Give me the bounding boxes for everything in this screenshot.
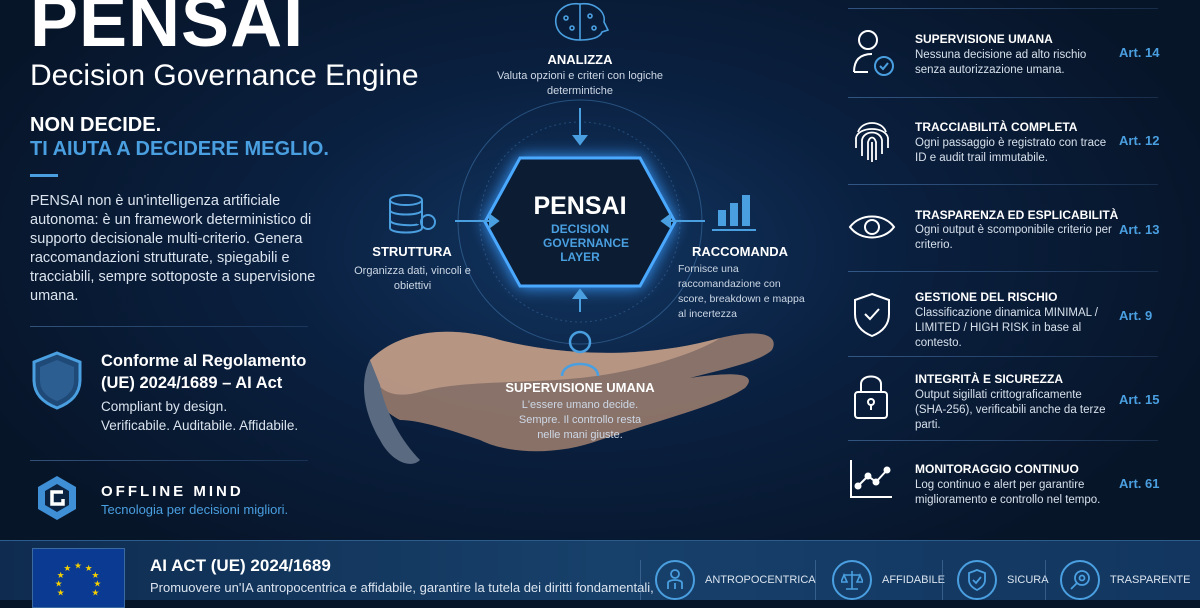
shield-check-icon [854,292,890,338]
divider [848,184,1158,185]
fingerprint-icon [855,122,889,162]
hero-title: PENSAI [30,0,305,62]
feature-article: Art. 13 [1119,222,1160,237]
magnifier-icon [1060,560,1100,600]
divider [848,97,1158,98]
claim-line-1: NON DECIDE. [30,114,162,136]
svg-text:★: ★ [57,588,65,598]
footer-title: AI ACT (UE) 2024/1689 [150,556,331,575]
divider [30,326,308,327]
compliance-line-2: Verificabile. Auditabile. Affidabile. [101,418,299,433]
divider [30,460,308,461]
value-trasparente: TRASPARENTE [1060,560,1190,600]
shield-check-icon [957,560,997,600]
svg-text:★: ★ [55,580,63,590]
brand-name: OFFLINE MIND [101,483,244,500]
node-supervisione-desc: L'essere umano decide. Sempre. Il contro… [518,399,642,441]
brand-tagline: Tecnologia per decisioni migliori. [101,502,289,517]
line-chart-icon [850,460,892,498]
divider [640,560,641,600]
person-icon [655,560,695,600]
footer-desc: Promuovere un'IA antropocentrica e affid… [150,580,654,595]
shield-icon [32,351,82,410]
value-label: TRASPARENTE [1110,574,1191,586]
hero-subtitle: Decision Governance Engine [30,59,419,92]
svg-text:★: ★ [92,571,100,581]
value-label: SICURA [1007,574,1049,586]
value-label: ANTROPOCENTRICA [705,574,816,586]
brain-circuit-icon [555,2,610,41]
feature-desc: Classificazione dinamica MINIMAL / LIMIT… [915,307,1098,349]
node-analizza-desc: Valuta opzioni e criteri con logiche det… [496,70,664,97]
compliance-title: Conforme al Regolamento (UE) 2024/1689 –… [101,352,307,392]
feature-article: Art. 9 [1119,308,1153,323]
feature-article: Art. 61 [1119,476,1160,491]
lock-icon [854,375,888,419]
center-title: PENSAI [533,192,627,220]
feature-title: SUPERVISIONE UMANA [915,32,1053,46]
feature-article: Art. 14 [1119,45,1160,60]
value-antropocentrica: ANTROPOCENTRICA [655,560,816,600]
value-label: AFFIDABILE [882,574,945,586]
svg-text:★: ★ [92,588,100,598]
feature-title: TRACCIABILITÀ COMPLETA [915,120,1078,134]
footer-band [0,540,1200,600]
node-supervisione-title: SUPERVISIONE UMANA [505,380,655,395]
divider [1045,560,1046,600]
divider [848,8,1158,9]
diagram-graphics [364,2,774,464]
node-raccomanda-desc: Fornisce una raccomandazione con score, … [678,263,805,320]
eye-icon [848,215,896,239]
center-subtitle: DECISION GOVERNANCE LAYER [543,222,630,264]
node-raccomanda-title: RACCOMANDA [691,244,789,259]
divider [848,440,1158,441]
feature-title: INTEGRITÀ E SICUREZZA [915,372,1064,386]
feature-desc: Output sigillati crittograficamente (SHA… [915,389,1106,431]
feature-title: GESTIONE DEL RISCHIO [915,290,1058,304]
person-icon [560,330,600,377]
value-sicura: SICURA [957,560,1049,600]
svg-text:★: ★ [74,561,82,571]
database-icon [389,194,436,234]
divider [848,271,1158,272]
feature-desc: Log continuo e alert per garantire migli… [915,479,1101,506]
node-analizza-title: ANALIZZA [547,52,613,67]
node-struttura-title: STRUTTURA [372,244,452,259]
svg-text:★: ★ [85,564,93,574]
compliance-line-1: Compliant by design. [101,399,228,414]
node-struttura-desc: Organizza dati, vincoli e obiettivi [354,265,471,292]
feature-desc: Ogni output è scomponibile criterio per … [915,224,1112,251]
svg-text:★: ★ [93,580,101,590]
description: PENSAI non è un'intelligenza artificiale… [30,193,316,304]
compliance-desc: Compliant by design. Verificabile. Audit… [101,397,298,435]
scales-icon [832,560,872,600]
svg-text:★: ★ [63,564,71,574]
feature-title: MONITORAGGIO CONTINUO [915,462,1079,476]
eu-flag-icon: ★★★ ★★★★ ★★ [32,548,125,608]
feature-article: Art. 12 [1119,133,1160,148]
divider [848,356,1158,357]
feature-article: Art. 15 [1119,392,1160,407]
bar-chart-icon [712,195,756,231]
svg-text:★: ★ [57,571,65,581]
feature-title: TRASPARENZA ED ESPLICABILITÀ [915,208,1119,222]
user-check-icon [853,30,894,76]
feature-desc: Ogni passaggio è registrato con trace ID… [915,137,1107,164]
feature-desc: Nessuna decisione ad alto rischio senza … [915,49,1087,76]
accent-dash [30,174,58,177]
hexagon-logo-icon [38,476,76,520]
claim-line-2: TI AIUTA A DECIDERE MEGLIO. [30,138,329,160]
value-affidabile: AFFIDABILE [832,560,945,600]
divider [815,560,816,600]
divider [942,560,943,600]
open-hand-image [364,331,774,464]
